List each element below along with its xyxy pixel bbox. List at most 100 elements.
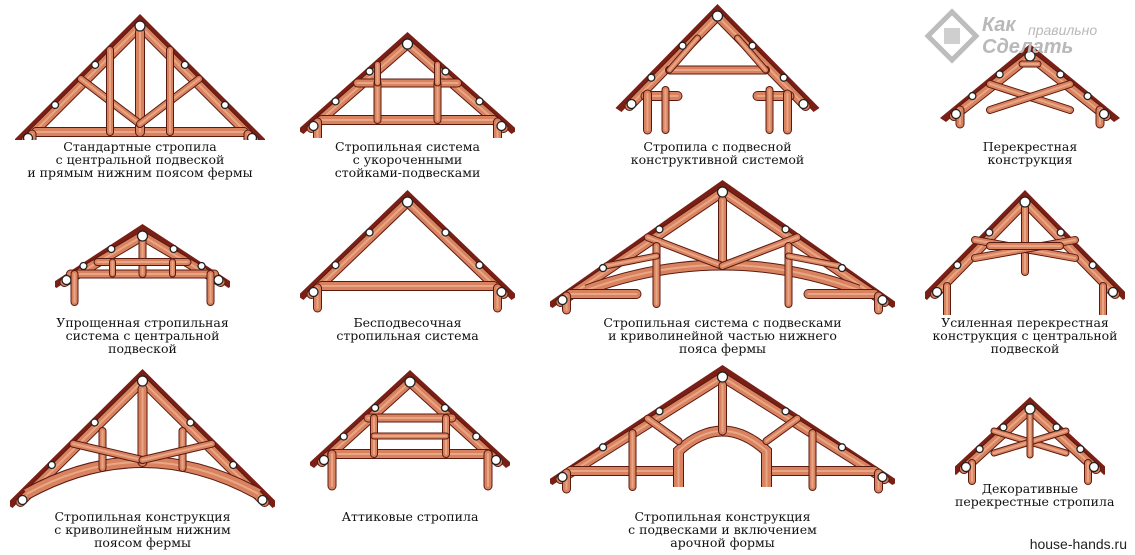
- caption-line: Упрощенная стропильная: [56, 315, 229, 330]
- bolt-icon: [220, 100, 230, 110]
- bolt-icon: [779, 73, 788, 82]
- bolt-icon: [1056, 228, 1065, 237]
- right-rafter: [1020, 197, 1120, 299]
- bolt-icon: [655, 225, 664, 234]
- bolt-icon: [246, 132, 258, 140]
- right-rafter: [717, 372, 890, 484]
- caption-line: арочной формы: [670, 535, 775, 550]
- left-strut: [643, 233, 727, 270]
- bolt-icon: [716, 186, 729, 198]
- bolt-icon: [716, 371, 729, 383]
- bolt-icon: [22, 132, 34, 140]
- bolt-icon: [798, 98, 809, 110]
- caption-line: Стропила с подвесной: [643, 139, 792, 154]
- caption-line: с центральной подвеской: [55, 152, 225, 167]
- bolt-icon: [1083, 91, 1092, 101]
- bolt-icon: [748, 41, 757, 50]
- bolt-icon: [557, 471, 568, 483]
- bolt-icon: [50, 100, 60, 110]
- bolt-icon: [90, 418, 99, 427]
- truss-drawing: [310, 370, 510, 491]
- bolt-icon: [308, 120, 319, 132]
- bolt-icon: [968, 91, 977, 101]
- watermark-logo: Как правильно Сделать: [924, 8, 1129, 68]
- caption-line: Стропильная конструкция: [54, 509, 231, 524]
- right-brace: [785, 252, 843, 270]
- truss-drawing: [940, 44, 1120, 129]
- caption-line: Аттиковые стропила: [341, 509, 479, 524]
- caption-line: перекрестные стропила: [955, 494, 1115, 509]
- bolt-icon: [490, 454, 502, 466]
- bolt-icon: [475, 260, 484, 270]
- bolt-icon: [365, 228, 374, 237]
- caption-line: стропильная система: [336, 328, 479, 343]
- bolt-icon: [318, 454, 330, 466]
- bolt-icon: [960, 461, 972, 473]
- caption-line: Стандартные стропила: [63, 139, 217, 154]
- bolt-icon: [711, 10, 724, 22]
- caption-line: Усиленная перекрестная: [941, 315, 1109, 330]
- bolt-icon: [655, 407, 664, 416]
- bolt-icon: [441, 228, 450, 237]
- caption-line: конструктивной системой: [630, 152, 805, 167]
- bolt-icon: [365, 67, 374, 76]
- bolt-icon: [134, 20, 146, 32]
- bolt-icon: [79, 261, 88, 271]
- bolt-icon: [197, 261, 206, 271]
- bolt-icon: [837, 263, 847, 273]
- caption-line: с укороченными: [352, 152, 463, 167]
- bolt-icon: [953, 260, 962, 270]
- bolt-icon: [877, 294, 888, 306]
- bolt-icon: [136, 375, 149, 387]
- right-strut: [718, 233, 802, 270]
- diagram-caption: Аттиковые стропила: [310, 510, 510, 523]
- bolt-icon: [1052, 423, 1061, 432]
- caption-line: с криволинейным нижним: [54, 522, 231, 537]
- bolt-icon: [370, 403, 380, 413]
- bolt-icon: [1076, 444, 1085, 454]
- caption-line: конструкция с центральной: [932, 328, 1118, 343]
- watermark-line-3: Сделать: [982, 36, 1074, 58]
- bolt-icon: [1024, 50, 1036, 62]
- caption-line: Стропильная конструкция: [634, 509, 811, 524]
- left-rafter: [959, 404, 1035, 474]
- watermark-line-2: правильно: [1028, 22, 1098, 38]
- caption-line: и криволинейной частью нижнего: [608, 328, 837, 343]
- bolt-icon: [598, 263, 608, 273]
- bolt-icon: [781, 407, 790, 416]
- left-strut: [69, 439, 147, 464]
- bolt-icon: [257, 494, 268, 506]
- bolt-icon: [229, 460, 238, 470]
- bolt-icon: [404, 376, 416, 388]
- right-rafter: [717, 187, 890, 307]
- left-brace: [643, 414, 683, 445]
- bolt-icon: [999, 423, 1008, 432]
- truss-drawing: [955, 397, 1105, 485]
- bolt-icon: [985, 228, 994, 237]
- bolt-icon: [331, 260, 340, 270]
- right-brace: [762, 414, 802, 445]
- truss-drawing: [615, 4, 820, 135]
- bolt-icon: [557, 294, 568, 306]
- right-brace: [734, 34, 769, 74]
- bolt-icon: [17, 494, 28, 506]
- bolt-icon: [169, 244, 178, 254]
- bolt-icon: [626, 98, 637, 110]
- truss-drawing: [300, 190, 515, 313]
- bolt-icon: [496, 286, 507, 298]
- bolt-icon: [877, 471, 888, 483]
- bolt-icon: [1019, 196, 1031, 208]
- bolt-icon: [1056, 70, 1065, 79]
- right-strut: [138, 439, 216, 464]
- caption-line: стойками-подвесками: [334, 165, 481, 180]
- left-rafter: [555, 187, 728, 307]
- watermark-line-1: Как: [982, 14, 1016, 36]
- bolt-icon: [995, 70, 1004, 79]
- left-brace: [666, 34, 701, 74]
